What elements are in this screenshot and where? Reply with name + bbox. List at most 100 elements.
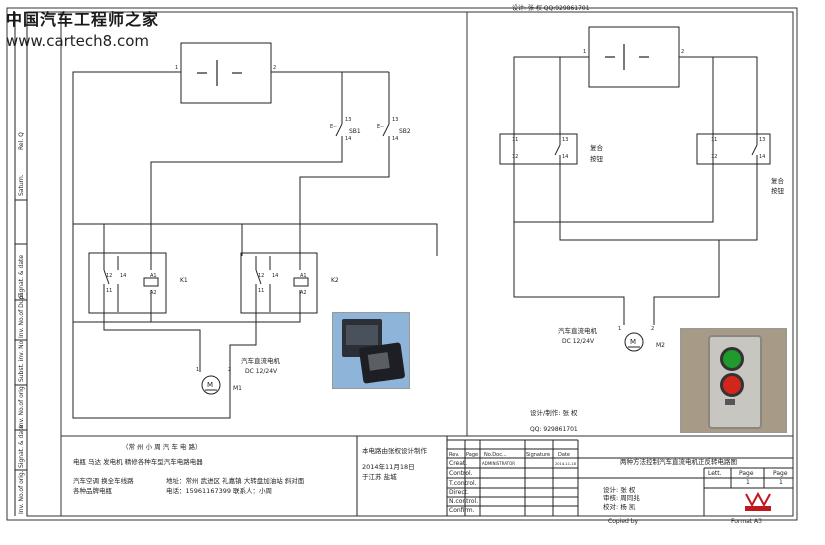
- sb1-label: SB1: [349, 128, 361, 135]
- left-motor-spec: DC 12/24V: [245, 368, 278, 375]
- svg-text:1: 1: [583, 49, 586, 55]
- pages-label: Page: [773, 470, 788, 477]
- combo-1-label-b: 按钮: [590, 154, 604, 163]
- format-label: Format A3: [731, 518, 762, 525]
- admin-date: 2014-11-18: [555, 462, 577, 466]
- side-label-7: Signat. & date: [18, 425, 25, 468]
- side-label-2: Saturn.: [18, 174, 25, 196]
- grid-h-rev: Rev.: [449, 452, 460, 458]
- page-label: Page: [739, 470, 754, 477]
- side-strip: Rel. Q Saturn. Signat. & date Inv. No.of…: [14, 12, 28, 516]
- svg-text:11: 11: [711, 137, 717, 143]
- svg-text:A1: A1: [150, 273, 157, 279]
- svg-text:14: 14: [345, 136, 351, 142]
- motor-m2: [624, 332, 644, 352]
- left-motor-label: 汽车直流电机: [241, 356, 281, 365]
- battery-left: [180, 42, 272, 104]
- m2-label: M2: [656, 342, 665, 349]
- motor-m2-symbol: M: [630, 338, 636, 346]
- k2-label: K2: [331, 277, 339, 284]
- copied-by: Copied by: [608, 518, 639, 525]
- svg-text:E--: E--: [330, 124, 337, 130]
- qq-credit: QQ: 929861701: [530, 426, 578, 433]
- right-motor-label: 汽车直流电机: [558, 326, 598, 335]
- left-circuit: 1 2 E-- 13 14 SB1 E-- 13 14 SB2: [72, 42, 438, 419]
- svg-text:1: 1: [196, 367, 199, 373]
- svg-text:A2: A2: [300, 290, 307, 296]
- k1-coil: [143, 277, 159, 287]
- shop-line-2a: 汽车空调 换全车线路: [73, 476, 134, 485]
- drawing-title: 两种方法控制汽车直流电机正反转电路图: [620, 457, 737, 466]
- grid-row-tcontrol: T.control.: [448, 480, 477, 487]
- svg-text:11: 11: [106, 288, 112, 294]
- svg-text:14: 14: [562, 154, 568, 160]
- made-place: 于江苏 盐城: [362, 472, 397, 481]
- combo-button-2: [696, 133, 771, 165]
- shop-line-2b: 各种品牌电瓶: [73, 486, 113, 495]
- combo-2-label-a: 复合: [771, 176, 785, 185]
- grid-h-sign: Signature: [526, 452, 550, 458]
- svg-text:1: 1: [175, 65, 178, 71]
- red-button-icon: [720, 373, 744, 397]
- svg-text:13: 13: [562, 137, 568, 143]
- side-label-3: Signat. & date: [18, 255, 25, 298]
- right-circuit: 1 2 11 12 13 14 复合 按钮 11 12 13 14 复合 按钮: [499, 26, 785, 433]
- svg-text:12: 12: [258, 273, 264, 279]
- k2-relay: [240, 252, 318, 314]
- svg-text:13: 13: [392, 117, 398, 123]
- sb2-label: SB2: [399, 128, 411, 135]
- svg-text:14: 14: [392, 136, 398, 142]
- watermark-title: 中国汽车工程师之家: [6, 10, 160, 29]
- green-button-icon: [720, 347, 744, 371]
- svg-text:11: 11: [258, 288, 264, 294]
- combo-button-1: [499, 133, 578, 165]
- svg-text:2: 2: [228, 367, 231, 373]
- svg-text:14: 14: [272, 273, 278, 279]
- grid-row-ncontrol: N.control.: [449, 498, 478, 505]
- lett-label: Lett.: [708, 470, 722, 477]
- combo-2-label-b: 按钮: [771, 186, 785, 195]
- pushbutton-station-photo: [680, 328, 787, 433]
- k1-relay: [88, 252, 167, 314]
- svg-text:14: 14: [759, 154, 765, 160]
- side-label-1: Rel. Q: [18, 132, 25, 150]
- svg-text:13: 13: [759, 137, 765, 143]
- made-date: 2014年11月18日: [362, 462, 415, 471]
- pages-value: 1: [779, 479, 783, 486]
- svg-text:2: 2: [681, 49, 684, 55]
- battery-right: [588, 26, 680, 88]
- svg-text:2: 2: [273, 65, 276, 71]
- k1-label: K1: [180, 277, 188, 284]
- shop-address: 地址：常州 武进区 礼嘉镇 大转盘加油站 斜对面: [166, 476, 305, 485]
- page-value: 1: [746, 479, 750, 486]
- grid-row-confirm: Confirm.: [449, 507, 475, 514]
- admin-name: ADMINISTRATOR: [482, 461, 515, 466]
- title-block: （常 州 小 周 汽 车 电 路） 电瓶 马达 发电机 精修各种车型汽车电路电器…: [60, 435, 794, 525]
- svg-text:A1: A1: [300, 273, 307, 279]
- shop-header: （常 州 小 周 汽 车 电 路）: [122, 442, 201, 451]
- svg-text:1: 1: [618, 326, 621, 332]
- watermark: 中国汽车工程师之家 www.cartech8.com: [6, 6, 159, 50]
- grid-h-doc: No.Doc...: [484, 452, 507, 458]
- relay-photo: [332, 312, 410, 389]
- made-by: 本电路由张权设计制作: [362, 446, 428, 455]
- shop-line-1: 电瓶 马达 发电机 精修各种车型汽车电路电器: [73, 457, 203, 466]
- motor-m1: [201, 375, 221, 395]
- review-credit: 审核: 周同兆: [603, 493, 640, 502]
- brand-logo: [745, 491, 771, 511]
- sheet-border: [6, 7, 798, 521]
- sb2-switch: E-- 13 14 SB2: [377, 112, 411, 150]
- top-fragment: 设计: 张 权 QQ:929861701: [512, 4, 590, 12]
- svg-text:14: 14: [120, 273, 126, 279]
- grid-row-direct: Direct.: [449, 489, 469, 496]
- check-credit: 校对: 杨 凯: [603, 502, 636, 511]
- design-credit: 设计: 张 权: [603, 485, 636, 494]
- grid-h-page: Page: [466, 452, 478, 458]
- k2-coil: [293, 277, 309, 287]
- sb1-switch: E-- 13 14 SB1: [330, 112, 361, 150]
- combo-1-label-a: 复合: [590, 143, 604, 152]
- grid-h-date: Date: [558, 452, 570, 458]
- svg-text:2: 2: [651, 326, 654, 332]
- drawing-frame: [26, 11, 794, 517]
